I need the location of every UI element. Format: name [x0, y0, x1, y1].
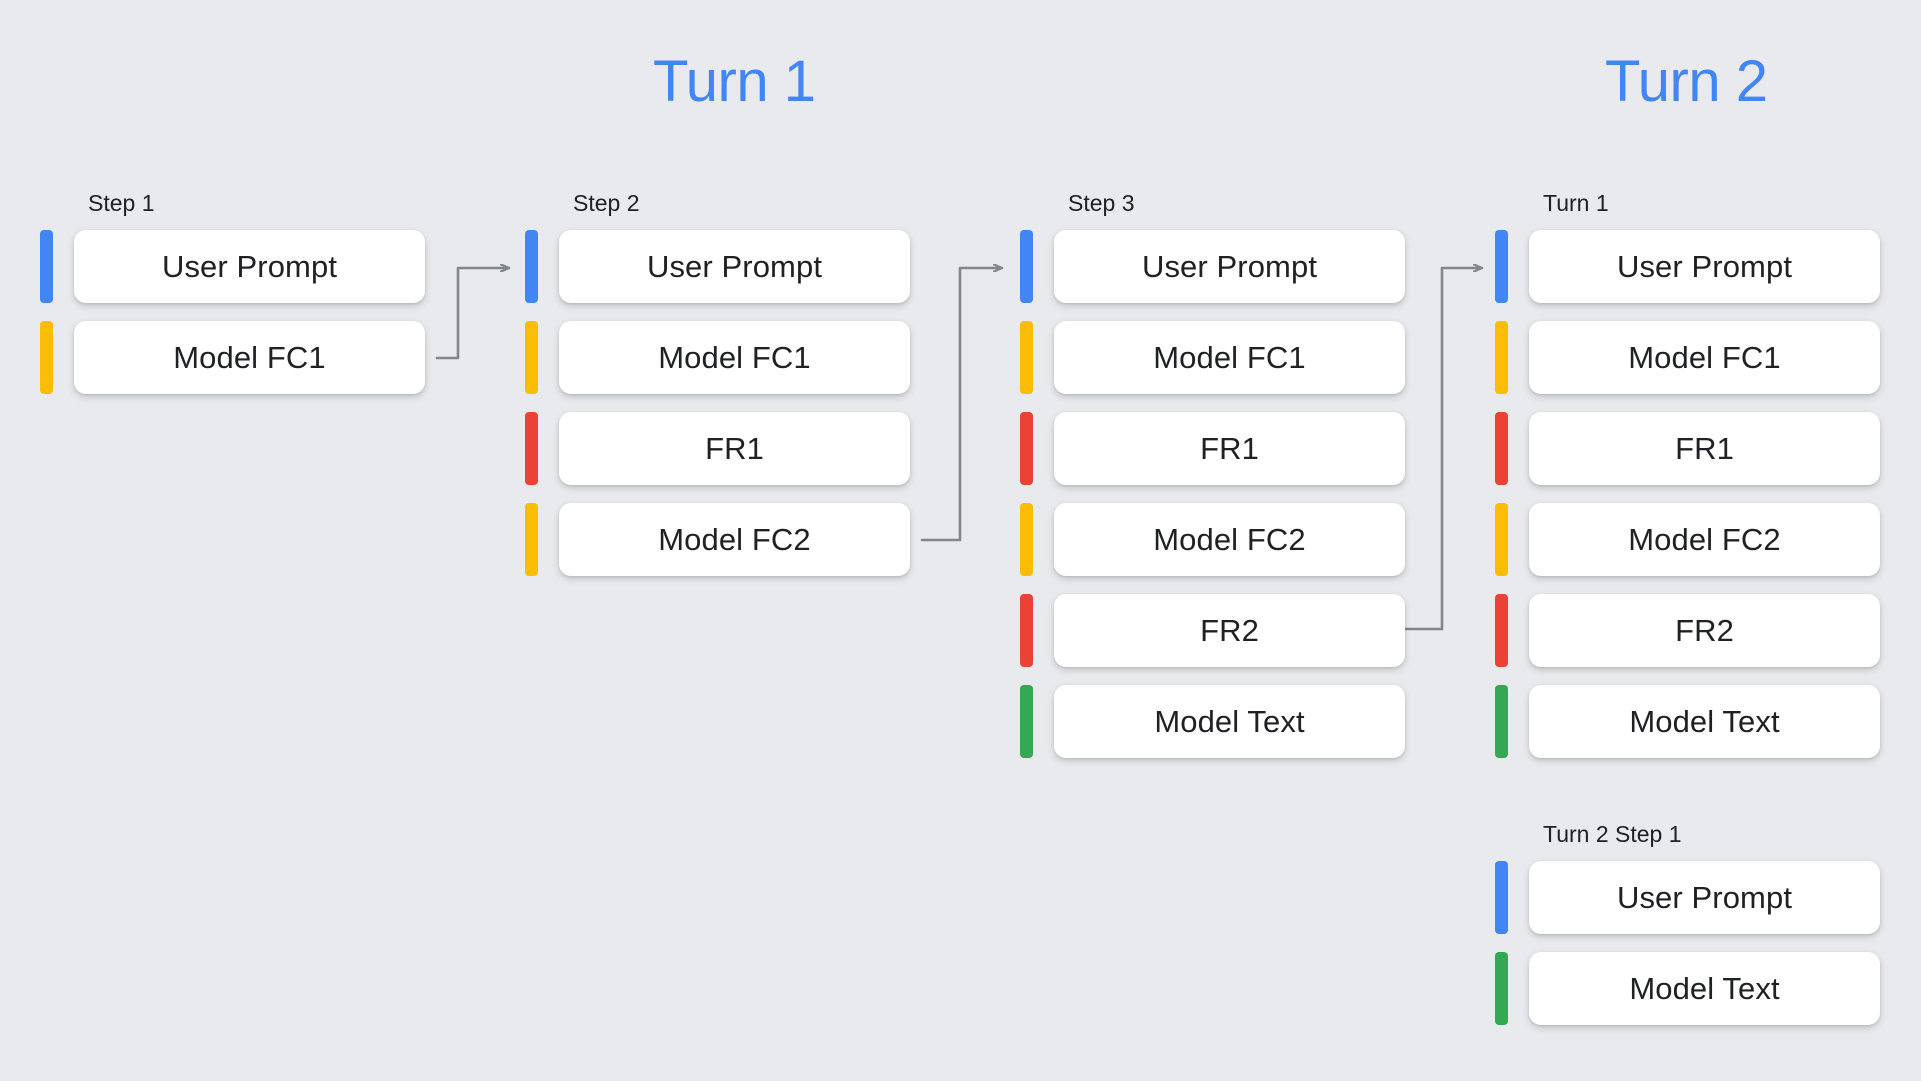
card-label: User Prompt [1616, 248, 1793, 284]
card-model-fc2[interactable]: Model FC2 [559, 503, 910, 576]
card-model-text[interactable]: Model Text [1529, 685, 1880, 758]
card-fr1[interactable]: FR1 [559, 412, 910, 485]
card-user-prompt[interactable]: User Prompt [1054, 230, 1405, 303]
status-bar-yellow [40, 321, 53, 394]
status-bar-blue [1020, 230, 1033, 303]
card-label: Model FC1 [1153, 339, 1306, 375]
card-label: Model FC2 [1628, 521, 1781, 557]
column-label-turn-1: Turn 1 [1543, 190, 1609, 216]
status-bar-red [1020, 412, 1033, 485]
column-label-turn-2-step-1: Turn 2 Step 1 [1543, 821, 1682, 847]
card-model-fc2[interactable]: Model FC2 [1054, 503, 1405, 576]
column-label-step-1: Step 1 [88, 190, 155, 216]
card-label: FR1 [705, 430, 764, 466]
card-label: User Prompt [1141, 248, 1318, 284]
card-label: FR1 [1675, 430, 1734, 466]
card-label: FR1 [1200, 430, 1259, 466]
card-label: Model FC1 [1628, 339, 1781, 375]
status-bar-blue [1495, 861, 1508, 934]
card-label: User Prompt [646, 248, 823, 284]
status-bar-blue [40, 230, 53, 303]
card-user-prompt[interactable]: User Prompt [559, 230, 910, 303]
arrow-step1-to-step2 [435, 268, 511, 360]
status-bar-red [1495, 412, 1508, 485]
card-fr1[interactable]: FR1 [1529, 412, 1880, 485]
card-model-fc1[interactable]: Model FC1 [1054, 321, 1405, 394]
card-user-prompt[interactable]: User Prompt [1529, 861, 1880, 934]
card-label: Model Text [1629, 970, 1780, 1006]
card-label: Model Text [1629, 703, 1780, 739]
status-bar-blue [525, 230, 538, 303]
card-model-fc2[interactable]: Model FC2 [1529, 503, 1880, 576]
arrow-step3-to-turn1 [1398, 268, 1484, 631]
status-bar-yellow [1495, 321, 1508, 394]
card-label: User Prompt [1616, 879, 1793, 915]
card-label: Model Text [1154, 703, 1305, 739]
turn-2-header: Turn 2 [1605, 49, 1768, 114]
card-label: FR2 [1200, 612, 1259, 648]
column-label-step-2: Step 2 [573, 190, 640, 216]
status-bar-red [525, 412, 538, 485]
status-bar-yellow [1020, 321, 1033, 394]
status-bar-yellow [525, 503, 538, 576]
card-model-fc1[interactable]: Model FC1 [74, 321, 425, 394]
status-bar-green [1495, 952, 1508, 1025]
card-label: User Prompt [161, 248, 338, 284]
card-user-prompt[interactable]: User Prompt [1529, 230, 1880, 303]
card-fr2[interactable]: FR2 [1054, 594, 1405, 667]
card-label: Model FC1 [173, 339, 326, 375]
card-fr1[interactable]: FR1 [1054, 412, 1405, 485]
status-bar-green [1495, 685, 1508, 758]
card-label: Model FC2 [1153, 521, 1306, 557]
status-bar-red [1020, 594, 1033, 667]
card-model-text[interactable]: Model Text [1054, 685, 1405, 758]
turn-1-header: Turn 1 [653, 49, 816, 114]
card-model-text[interactable]: Model Text [1529, 952, 1880, 1025]
card-label: FR2 [1675, 612, 1734, 648]
card-model-fc1[interactable]: Model FC1 [1529, 321, 1880, 394]
status-bar-red [1495, 594, 1508, 667]
status-bar-yellow [1495, 503, 1508, 576]
status-bar-blue [1495, 230, 1508, 303]
status-bar-yellow [1020, 503, 1033, 576]
card-model-fc1[interactable]: Model FC1 [559, 321, 910, 394]
column-label-step-3: Step 3 [1068, 190, 1135, 216]
status-bar-green [1020, 685, 1033, 758]
card-label: Model FC1 [658, 339, 811, 375]
card-user-prompt[interactable]: User Prompt [74, 230, 425, 303]
card-fr2[interactable]: FR2 [1529, 594, 1880, 667]
card-label: Model FC2 [658, 521, 811, 557]
arrow-step2-to-step3 [920, 268, 1004, 542]
status-bar-yellow [525, 321, 538, 394]
